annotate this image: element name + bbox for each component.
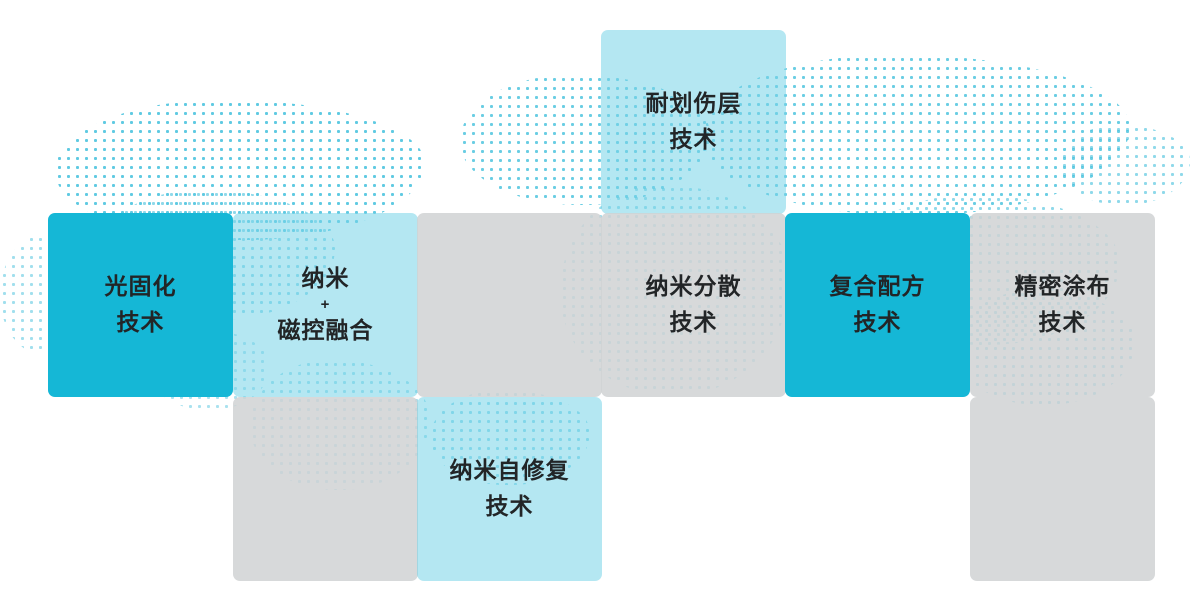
tile-blank-3 — [970, 397, 1155, 581]
tile-label-line: 纳米分散 — [645, 273, 742, 300]
tile-label-line: 技术 — [485, 493, 534, 519]
tile-label-line: 纳米 — [301, 265, 350, 292]
tile-nano-self-healing: 纳米自修复技术 — [417, 397, 602, 581]
tile-label-line: 技术 — [116, 309, 165, 335]
tile-scratch-resistant-layer: 耐划伤层技术 — [601, 30, 786, 214]
tile-light-curing: 光固化技术 — [48, 213, 233, 397]
tile-blank-1 — [417, 213, 602, 397]
tile-label-line: 精密涂布 — [1014, 273, 1111, 300]
tile-label-line: 耐划伤层 — [645, 90, 742, 117]
tile-label-line: 纳米自修复 — [449, 457, 570, 484]
tile-label-line: 技术 — [1038, 309, 1087, 335]
map-dots-blob — [1060, 125, 1190, 205]
tile-label-line: 复合配方 — [829, 273, 926, 300]
tile-label-line: 技术 — [669, 126, 718, 152]
tile-blank-2 — [233, 397, 418, 581]
tile-label-line: 技术 — [853, 309, 902, 335]
tile-precision-coating: 精密涂布技术 — [970, 213, 1155, 397]
tile-nano-magnetron-fusion: 纳米 + 磁控融合 — [233, 213, 418, 397]
tile-label-line: 磁控融合 — [277, 317, 374, 344]
tile-label-line: 技术 — [669, 309, 718, 335]
tile-nano-dispersion: 纳米分散技术 — [601, 213, 786, 397]
tile-label-line: 光固化 — [104, 273, 177, 300]
tile-label-line: + — [320, 295, 331, 313]
tile-composite-formula: 复合配方技术 — [785, 213, 970, 397]
